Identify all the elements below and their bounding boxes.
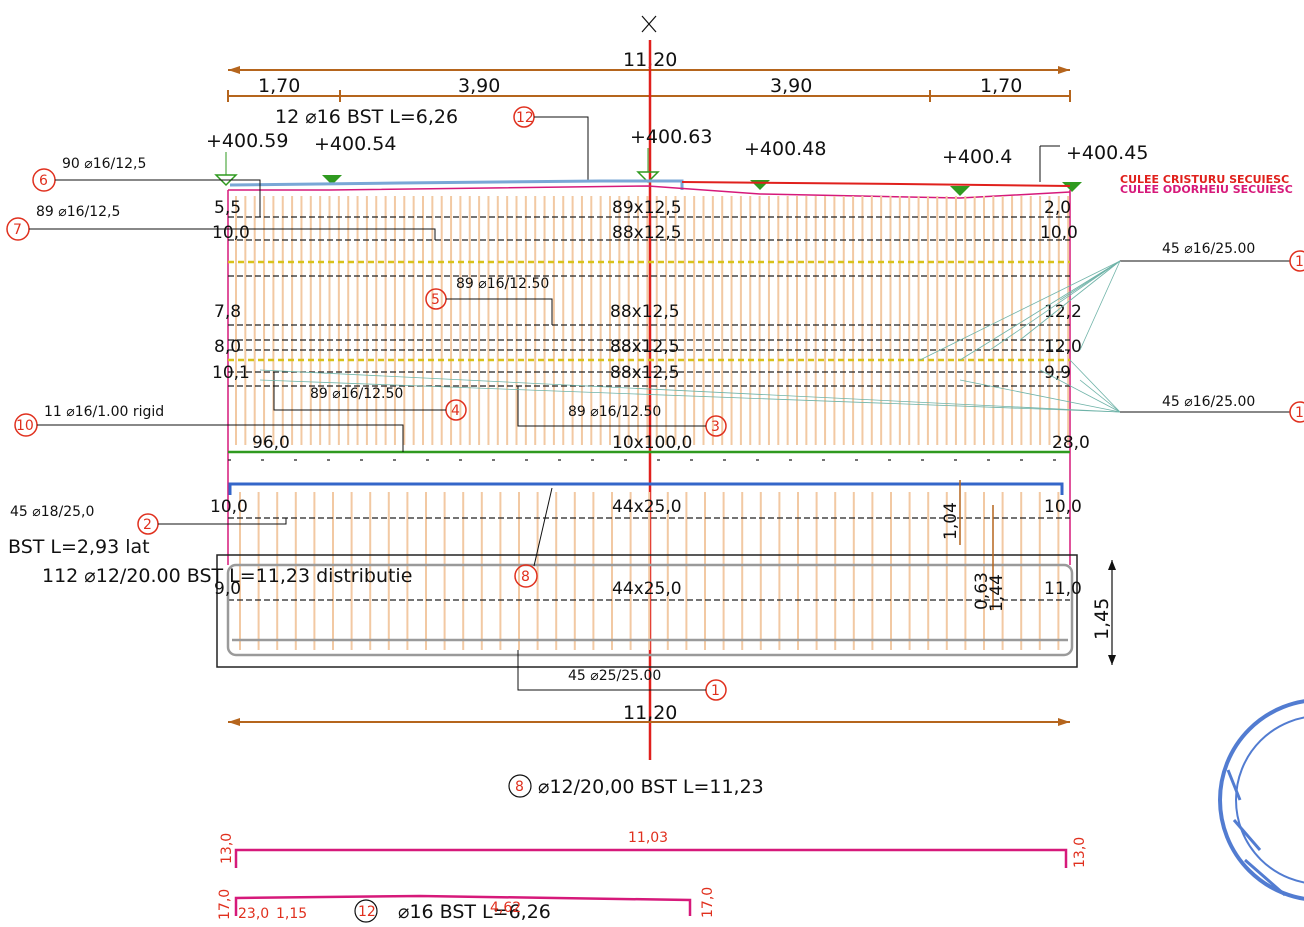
- row3-right: 12,2: [1044, 302, 1082, 322]
- bar12-hook-right: 17,0: [700, 887, 716, 918]
- row1-right: 2,0: [1044, 198, 1071, 218]
- spacing-labels: 5,5 89x12,5 2,0 10,0 88x12,5 10,0 7,8 88…: [210, 198, 1090, 599]
- bar-detail-8: 8 ⌀12/20,00 BST L=11,23 11,03 13,0 13,0: [219, 774, 1088, 868]
- pos1-mark: 1: [711, 683, 720, 699]
- dim-d1: 1,04: [941, 502, 961, 540]
- dim-bottom-label: 11,20: [623, 702, 677, 724]
- row5-right: 9,9: [1044, 363, 1071, 383]
- slab-outline: [227, 185, 1071, 565]
- pos4-mark: 4: [451, 403, 460, 419]
- pos5-label: 89 ⌀16/12.50: [456, 276, 549, 292]
- pos3-mark: 3: [711, 419, 720, 435]
- height-dim: 1,45: [1091, 598, 1113, 640]
- bar-detail-title: ⌀12/20,00 BST L=11,23: [538, 776, 764, 798]
- row5-left: 10,1: [212, 363, 250, 383]
- bar12-hook-left: 17,0: [217, 889, 233, 920]
- elevation-5: +400.4: [942, 146, 1012, 168]
- bottom-dimension: 11,20: [228, 702, 1070, 726]
- bar-detail-12: 17,0 23,0 1,15 12 ⌀16 BST L=6,26 4,62 17…: [217, 887, 716, 923]
- row8-right: 11,0: [1044, 579, 1082, 599]
- dim-seg-3: 3,90: [770, 75, 812, 97]
- dim-seg-2: 3,90: [458, 75, 500, 97]
- row6-right: 28,0: [1052, 433, 1090, 453]
- row5-mid: 88x12,5: [610, 363, 680, 383]
- row2-right: 10,0: [1040, 223, 1078, 243]
- top-bar-red: [681, 181, 1071, 187]
- bar12-mark: 12: [358, 904, 376, 920]
- bar8-hook-left: 13,0: [219, 833, 235, 864]
- pos6-mark: 6: [39, 173, 48, 189]
- pos1-label: 45 ⌀25/25.00: [568, 668, 661, 684]
- row4-right: 12,0: [1044, 337, 1082, 357]
- bar12-seg-b: 1,15: [276, 906, 307, 922]
- pos10-mark: 10: [16, 418, 34, 434]
- left-callouts: 90 ⌀16/12,5 6 89 ⌀16/12,5 7 11 ⌀16/1.00 …: [6, 156, 553, 588]
- stirrup-bars: [235, 196, 1070, 650]
- bar-detail-mark: 8: [515, 779, 524, 795]
- row6-mid: 10x100,0: [612, 433, 692, 453]
- elevation-6: +400.45: [1066, 142, 1148, 164]
- top-bar-label: 12 ⌀16 BST L=6,26: [275, 106, 458, 128]
- row7-right: 10,0: [1044, 497, 1082, 517]
- row6-left: 96,0: [252, 433, 290, 453]
- top-bar-blue: [229, 179, 684, 190]
- elevation-2: +400.54: [314, 133, 396, 155]
- pos7-label: 89 ⌀16/12,5: [36, 204, 120, 220]
- row1-left: 5,5: [214, 198, 241, 218]
- bar12-seg-a: 23,0: [238, 906, 269, 922]
- pos8-label: 112 ⌀12/20.00 BST L=11,23 distributie: [42, 565, 412, 587]
- right-top-label: 45 ⌀16/25.00: [1162, 241, 1255, 257]
- row1-mid: 89x12,5: [612, 198, 682, 218]
- row3-left: 7,8: [214, 302, 241, 322]
- right-top-mark: 1: [1295, 254, 1304, 270]
- top-dimension-segments: 1,70 3,90 3,90 1,70: [227, 75, 1071, 102]
- row3-mid: 88x12,5: [610, 302, 680, 322]
- elevation-4: +400.48: [744, 138, 826, 160]
- pos4-label: 89 ⌀16/12.50: [310, 386, 403, 402]
- dim-seg-4: 1,70: [980, 75, 1022, 97]
- right-callouts: 45 ⌀16/25.00 1 45 ⌀16/25.00 1: [259, 241, 1304, 423]
- mark-12: 12: [516, 110, 534, 126]
- elevation-1: +400.59: [206, 130, 288, 152]
- row8-left: 9,0: [214, 579, 241, 599]
- elevation-3: +400.63: [630, 126, 712, 148]
- pos8-mark: 8: [521, 569, 530, 585]
- culee-label-1: CULEE CRISTURU SECUIESC: [1120, 173, 1289, 186]
- culee-label-2: CULEE ODORHEIU SECUIESC: [1120, 183, 1293, 196]
- longitudinal-bars: [228, 216, 1070, 601]
- pos2-label-a: 45 ⌀18/25,0: [10, 504, 94, 520]
- dim-d3: 1,44: [987, 574, 1007, 612]
- right-bottom-mark: 1: [1295, 405, 1304, 421]
- bar12-label: ⌀16 BST L=6,26: [398, 901, 551, 923]
- row4-mid: 88x12,5: [610, 337, 680, 357]
- right-bottom-label: 45 ⌀16/25.00: [1162, 394, 1255, 410]
- vertical-dimensions: 1,45 1,04 0,63 1,44: [941, 480, 1116, 665]
- row7-mid: 44x25,0: [612, 497, 682, 517]
- pos10-label: 11 ⌀16/1.00 rigid: [44, 404, 164, 420]
- pos3-label: 89 ⌀16/12.50: [568, 404, 661, 420]
- row8-mid: 44x25,0: [612, 579, 682, 599]
- callout-top-bar: 12 ⌀16 BST L=6,26 12: [275, 106, 589, 180]
- direction-symbol: [641, 15, 657, 33]
- verification-stamp: [1218, 699, 1304, 901]
- dim-seg-1: 1,70: [258, 75, 300, 97]
- pos7-mark: 7: [13, 222, 22, 238]
- row7-left: 10,0: [210, 497, 248, 517]
- pos2-mark: 2: [143, 517, 152, 533]
- row2-left: 10,0: [212, 223, 250, 243]
- dim-d2: 0,63: [972, 572, 992, 610]
- bar8-hook-right: 13,0: [1072, 837, 1088, 868]
- beam-section: [216, 554, 1078, 668]
- bar8-length: 11,03: [628, 830, 668, 846]
- row2-mid: 88x12,5: [612, 223, 682, 243]
- inner-callouts: 89 ⌀16/12.50 5 89 ⌀16/12.50 4 89 ⌀16/12.…: [273, 276, 727, 701]
- bottom-bar-blue: [228, 482, 1064, 495]
- pos5-mark: 5: [431, 292, 440, 308]
- bar12-overlap: 4,62: [490, 900, 521, 916]
- elevation-markers: +400.59 +400.54 +400.63 +400.48 +400.4 +…: [206, 126, 1148, 196]
- row4-left: 8,0: [214, 337, 241, 357]
- pos2-label-b: BST L=2,93 lat: [8, 536, 150, 558]
- pos6-label: 90 ⌀16/12,5: [62, 156, 146, 172]
